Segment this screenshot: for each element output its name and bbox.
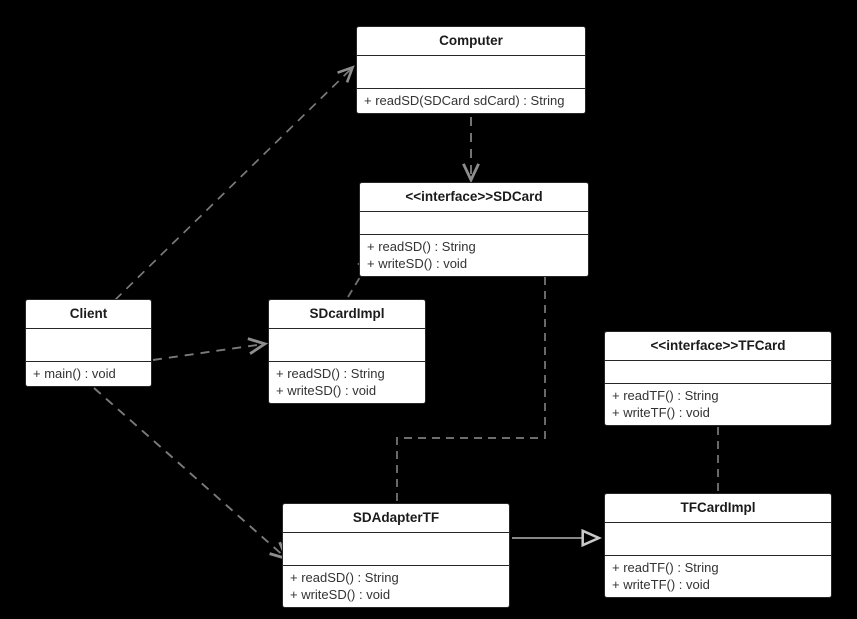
operation-row: + readTF() : String — [612, 387, 719, 403]
edge-client-sdcardimpl — [152, 337, 269, 361]
class-attributes-tfcardimpl — [605, 523, 831, 556]
class-operations-computer: + readSD(SDCard sdCard) : String — [357, 89, 585, 113]
edge-client-computer — [114, 65, 355, 301]
class-attributes-sdcard — [360, 212, 588, 235]
class-title-tfcardimpl: TFCardImpl — [605, 494, 831, 523]
operation-row: + readSD() : String — [276, 365, 385, 381]
operation-row: + writeSD() : void — [367, 255, 468, 271]
class-box-tfcard[interactable]: <<interface>>TFCard + readTF() : String … — [604, 331, 832, 427]
class-title-computer: Computer — [357, 27, 585, 56]
operation-row: + readTF() : String — [612, 559, 719, 575]
class-operations-tfcard: + readTF() : String + writeTF() : void — [605, 384, 831, 426]
class-box-computer[interactable]: Computer + readSD(SDCard sdCard) : Strin… — [356, 26, 586, 114]
class-attributes-sdadaptertf — [283, 533, 509, 566]
operation-row: + main() : void — [33, 365, 116, 381]
class-attributes-computer — [357, 56, 585, 89]
operation-row: + writeTF() : void — [612, 404, 710, 420]
class-title-sdcard: <<interface>>SDCard — [360, 183, 588, 212]
class-attributes-tfcard — [605, 361, 831, 384]
class-title-client: Client — [26, 300, 151, 329]
operation-row: + writeSD() : void — [290, 586, 391, 602]
class-box-sdcardimpl[interactable]: SDcardImpl + readSD() : String + writeSD… — [268, 299, 426, 405]
class-box-client[interactable]: Client + main() : void — [25, 299, 152, 387]
class-operations-client: + main() : void — [26, 362, 151, 386]
operation-row: + readSD() : String — [290, 569, 399, 585]
operation-row: + writeTF() : void — [612, 576, 710, 592]
class-box-sdadaptertf[interactable]: SDAdapterTF + readSD() : String + writeS… — [282, 503, 510, 609]
operation-row: + readSD() : String — [367, 238, 476, 254]
class-attributes-client — [26, 329, 151, 362]
class-operations-sdadaptertf: + readSD() : String + writeSD() : void — [283, 566, 509, 608]
class-title-sdadaptertf: SDAdapterTF — [283, 504, 509, 533]
class-title-tfcard: <<interface>>TFCard — [605, 332, 831, 361]
class-box-sdcard[interactable]: <<interface>>SDCard + readSD() : String … — [359, 182, 589, 278]
class-title-sdcardimpl: SDcardImpl — [269, 300, 425, 329]
edge-client-sdadaptertf — [93, 387, 290, 561]
operation-row: + readSD(SDCard sdCard) : String — [364, 92, 565, 108]
class-box-tfcardimpl[interactable]: TFCardImpl + readTF() : String + writeTF… — [604, 493, 832, 599]
class-operations-tfcardimpl: + readTF() : String + writeTF() : void — [605, 556, 831, 598]
operation-row: + writeSD() : void — [276, 382, 377, 398]
class-operations-sdcardimpl: + readSD() : String + writeSD() : void — [269, 362, 425, 404]
class-operations-sdcard: + readSD() : String + writeSD() : void — [360, 235, 588, 277]
class-attributes-sdcardimpl — [269, 329, 425, 362]
